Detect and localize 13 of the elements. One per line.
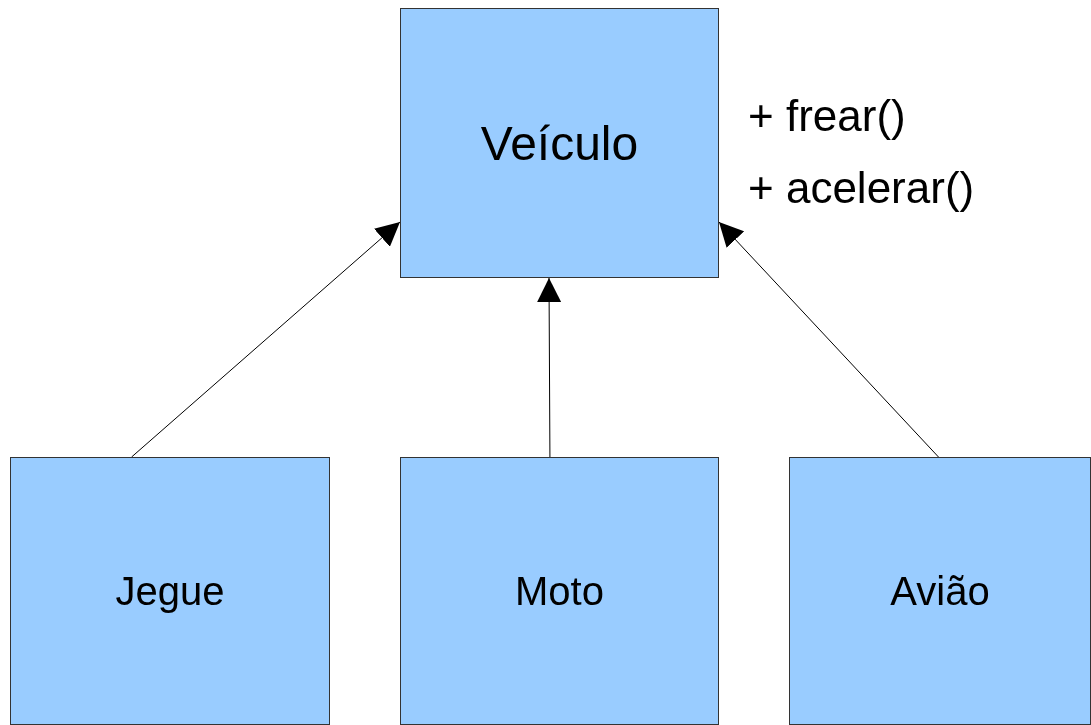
arrow [718,221,939,458]
class-name: Avião [890,568,990,614]
class-name: Moto [515,568,604,614]
class-box [10,457,330,725]
class-box [789,457,1091,725]
arrow [131,221,401,458]
class-box [400,457,719,725]
method-label: + frear() [748,90,907,142]
class-box [400,8,719,278]
arrow [537,277,562,458]
method-label: + acelerar() [748,162,975,214]
class-name: Jegue [115,568,225,614]
class-name: Veículo [480,115,639,171]
